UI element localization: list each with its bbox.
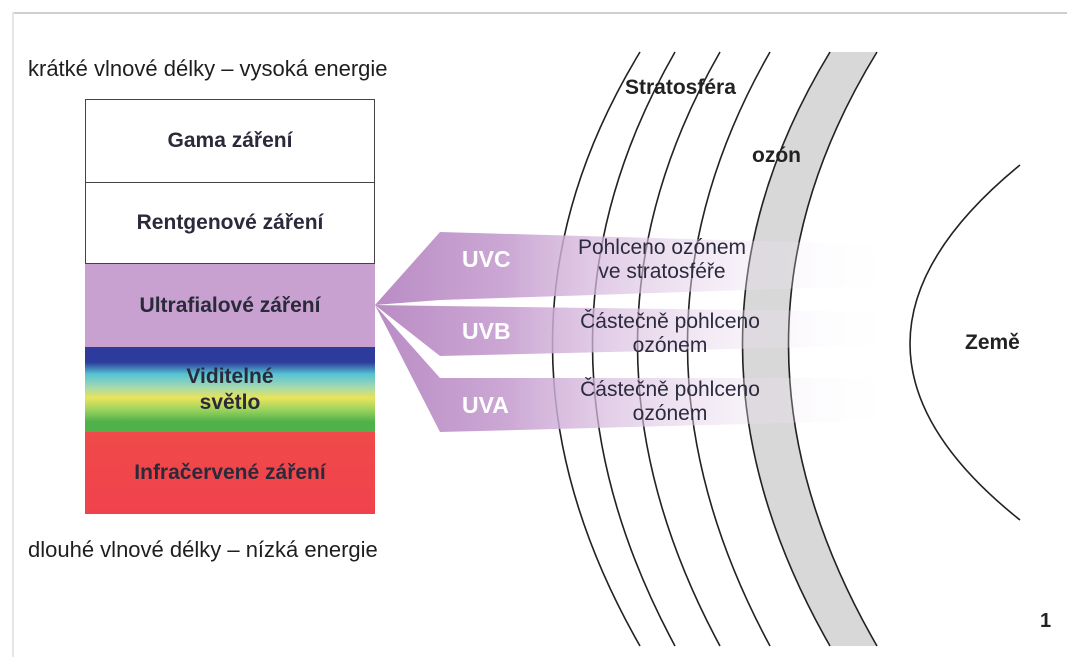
infrared-label: Infračervené záření	[134, 461, 326, 484]
uva-desc-line2: ozónem	[632, 402, 708, 425]
ultraviolet-label: Ultrafialové záření	[139, 293, 321, 317]
earth-arc	[909, 164, 1021, 521]
uvc-desc-line2: ve stratosféře	[598, 260, 726, 283]
uvc-desc-line1: Pohlceno ozónem	[577, 236, 747, 259]
uva-desc-line1: Částečně pohlceno	[580, 378, 760, 401]
stratosphere-label: Stratosféra	[625, 76, 736, 99]
uvb-desc-line2: ozónem	[632, 334, 708, 357]
uva-ray	[375, 305, 900, 432]
frame-left-border	[12, 12, 14, 657]
short-wavelength-caption: krátké vlnové délky – vysoká energie	[28, 56, 388, 81]
xray-label: Rentgenové záření	[136, 211, 324, 234]
uva-label: UVA	[462, 392, 509, 418]
long-wavelength-caption: dlouhé vlnové délky – nízká energie	[28, 537, 378, 562]
uvb-ray	[375, 305, 900, 356]
visible-light-band: Viditelné světlo	[85, 347, 375, 432]
uva-description: Částečně pohlceno ozónem	[555, 378, 785, 426]
electromagnetic-spectrum: Gama záření Rentgenové záření Ultrafialo…	[85, 99, 375, 514]
infrared-band: Infračervené záření	[85, 432, 375, 514]
uvb-desc-line1: Částečně pohlceno	[580, 310, 760, 333]
uvc-ray	[375, 232, 900, 305]
uvb-description: Částečně pohlceno ozónem	[555, 310, 785, 358]
uvb-label: UVB	[462, 318, 511, 344]
ozone-layer-band	[742, 52, 877, 646]
earth-label: Země	[965, 331, 1020, 354]
ultraviolet-band: Ultrafialové záření	[85, 264, 375, 347]
visible-light-label-line1: Viditelné	[186, 364, 274, 388]
uvc-label: UVC	[462, 246, 511, 272]
page-number: 1	[1040, 610, 1052, 632]
visible-light-label-line2: světlo	[199, 390, 261, 414]
xray-band: Rentgenové záření	[85, 183, 375, 264]
frame-top-border	[13, 12, 1067, 14]
uvc-description: Pohlceno ozónem ve stratosféře	[562, 236, 762, 284]
gamma-band: Gama záření	[85, 99, 375, 183]
ozone-label: ozón	[752, 144, 801, 167]
gamma-label: Gama záření	[167, 129, 293, 152]
